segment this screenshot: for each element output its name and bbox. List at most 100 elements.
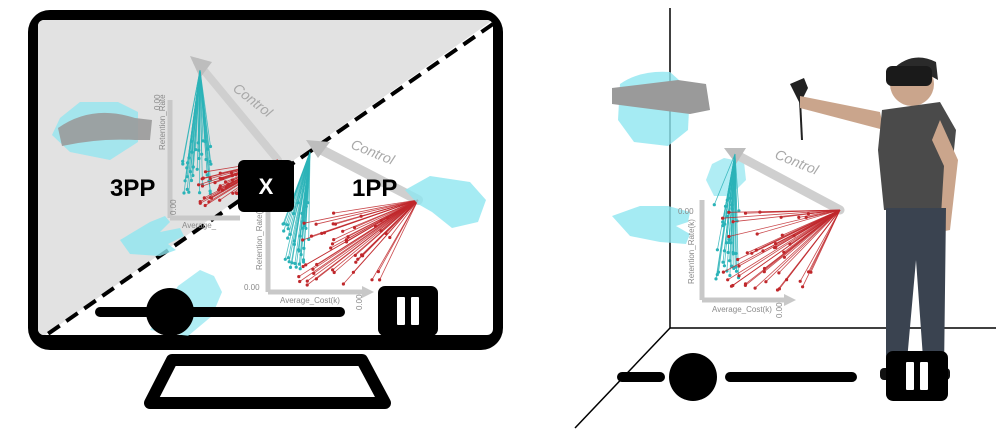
timeline-slider-right[interactable] bbox=[617, 353, 857, 401]
ray-point bbox=[202, 196, 206, 200]
toggle-button-label: X bbox=[259, 174, 274, 199]
ray-point bbox=[727, 234, 731, 239]
ray-line bbox=[379, 199, 419, 281]
ray-point bbox=[332, 211, 336, 215]
ray-point bbox=[722, 264, 727, 268]
ray-line bbox=[722, 209, 841, 219]
ylabel-vr: Retention_Rate(k) bbox=[687, 219, 696, 284]
ray-point bbox=[218, 171, 222, 175]
ray-point bbox=[208, 144, 213, 149]
ray-point bbox=[351, 270, 355, 274]
teal-rays-1pp bbox=[281, 151, 311, 271]
ray-point bbox=[779, 215, 783, 219]
vr-user-figure bbox=[790, 57, 958, 380]
ray-point bbox=[329, 246, 333, 250]
ray-line bbox=[304, 199, 419, 224]
ray-line bbox=[333, 199, 419, 273]
ray-point bbox=[758, 210, 762, 214]
ray-point bbox=[209, 196, 213, 200]
pause-icon bbox=[397, 297, 419, 325]
ray-point bbox=[213, 181, 217, 185]
ray-point bbox=[200, 184, 205, 188]
slider-thumb-left[interactable] bbox=[146, 288, 194, 336]
ray-point bbox=[354, 260, 358, 264]
ray-line bbox=[360, 199, 419, 217]
ray-point bbox=[341, 282, 345, 286]
timeline-slider-left[interactable] bbox=[95, 288, 345, 336]
perspective-toggle-button[interactable]: X bbox=[238, 160, 294, 212]
red-rays-1pp bbox=[297, 199, 419, 287]
ray-line bbox=[728, 209, 841, 213]
slider-thumb-right[interactable] bbox=[669, 353, 717, 401]
ray-line bbox=[332, 199, 419, 245]
ytick-vr: 0.00 bbox=[678, 207, 694, 216]
teal-rays-3pp bbox=[181, 69, 213, 196]
ray-point bbox=[297, 262, 301, 266]
ray-point bbox=[204, 157, 208, 162]
ray-point bbox=[761, 249, 765, 253]
ray-line bbox=[729, 153, 736, 276]
ray-point bbox=[305, 279, 309, 283]
ray-point bbox=[732, 266, 736, 270]
ytick-1pp: 0.00 bbox=[244, 283, 260, 292]
ray-point bbox=[203, 203, 207, 208]
ray-line bbox=[312, 199, 419, 270]
ray-line bbox=[294, 151, 311, 264]
ray-line bbox=[737, 209, 841, 260]
ray-point bbox=[196, 141, 200, 145]
ray-point bbox=[333, 222, 338, 226]
ray-point bbox=[331, 268, 335, 272]
ray-point bbox=[185, 166, 189, 170]
ray-point bbox=[296, 201, 300, 205]
ray-point bbox=[189, 178, 194, 183]
ray-line bbox=[733, 153, 736, 254]
ray-point bbox=[797, 215, 801, 219]
ray-point bbox=[712, 203, 716, 207]
pause-button-left[interactable] bbox=[378, 286, 438, 336]
ray-point bbox=[726, 278, 730, 282]
ray-line bbox=[353, 199, 419, 273]
pause-button-right[interactable] bbox=[886, 351, 948, 401]
ray-point bbox=[388, 235, 392, 240]
ray-point bbox=[197, 156, 201, 161]
label-1pp: 1PP bbox=[352, 175, 397, 202]
xlabel-3pp: Average_ bbox=[182, 221, 217, 230]
ray-point bbox=[301, 264, 305, 269]
ray-point bbox=[305, 283, 309, 287]
ray-point bbox=[291, 211, 296, 216]
ray-point bbox=[293, 261, 297, 266]
xlabel-vr: Average_Cost(k) bbox=[712, 305, 772, 314]
ray-point bbox=[378, 278, 382, 282]
ray-point bbox=[234, 173, 238, 177]
xlabel-1pp: Average_Cost(k) bbox=[280, 296, 340, 305]
ray-line bbox=[762, 209, 841, 252]
ray-point bbox=[806, 212, 811, 216]
ray-point bbox=[736, 257, 740, 262]
label-3pp: 3PP bbox=[110, 175, 155, 202]
ray-point bbox=[201, 176, 205, 180]
ray-point bbox=[182, 191, 186, 195]
ray-line bbox=[300, 151, 311, 255]
ray-line bbox=[389, 199, 419, 238]
ray-point bbox=[315, 262, 319, 267]
ray-point bbox=[286, 236, 290, 240]
user-headset bbox=[886, 66, 932, 86]
ray-point bbox=[198, 201, 202, 205]
ray-line bbox=[188, 69, 201, 193]
ray-line bbox=[299, 199, 419, 282]
ray-point bbox=[282, 222, 286, 226]
ray-line bbox=[333, 199, 419, 214]
ray-line bbox=[197, 69, 201, 143]
ray-point bbox=[722, 249, 727, 253]
ray-line bbox=[378, 199, 419, 272]
ray-point bbox=[198, 191, 202, 195]
ray-point bbox=[218, 184, 222, 188]
control-rod-3pp bbox=[193, 58, 282, 164]
ray-line bbox=[307, 199, 419, 282]
ray-point bbox=[297, 275, 301, 279]
ray-point bbox=[195, 167, 199, 171]
red-rays-vr bbox=[721, 209, 841, 292]
ray-point bbox=[301, 238, 305, 242]
ray-line bbox=[808, 209, 841, 215]
headset-strap-3pp bbox=[58, 112, 152, 146]
